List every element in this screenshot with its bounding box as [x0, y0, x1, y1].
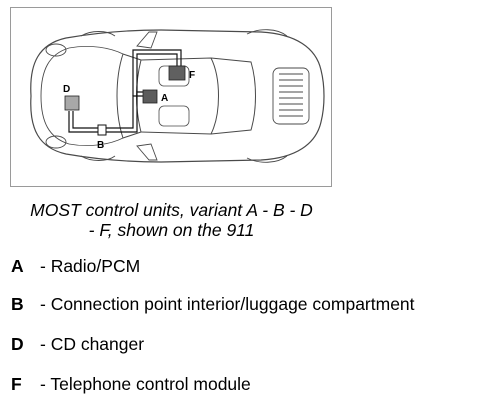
headlight-left-top [45, 43, 67, 57]
legend-description: - CD changer [40, 334, 145, 354]
car-body-outline [30, 29, 325, 163]
label-f: F [189, 70, 195, 81]
front-bumper-line [40, 47, 70, 145]
legend-code: F [11, 374, 22, 394]
rear-window [210, 57, 256, 135]
mirror-top [136, 31, 158, 49]
connection-point-b-marker [97, 124, 107, 136]
wheel-arch-front-top [80, 31, 116, 37]
most-wiring [68, 49, 182, 133]
seat-bottom [158, 105, 190, 127]
legend-description: - Radio/PCM [40, 256, 141, 276]
unit-a-radio-pcm [142, 89, 158, 104]
engine-grille [272, 67, 310, 125]
figure-caption: MOST control units, variant A - B - D - … [0, 200, 343, 240]
legend-item-b: B - Connection point interior/luggage co… [0, 292, 479, 316]
unit-d-cd-changer [64, 95, 80, 111]
legend-item-f: F - Telephone control module [0, 372, 479, 396]
roof [140, 57, 219, 135]
legend-code: A [11, 256, 24, 276]
label-a: A [161, 93, 168, 104]
wheel-arch-rear-top [246, 29, 288, 37]
headlight-left-bottom [45, 135, 67, 149]
wheel-arch-rear-bottom [246, 155, 288, 163]
legend-description: - Connection point interior/luggage comp… [40, 294, 415, 314]
label-d: D [63, 84, 70, 95]
caption-line-2: - F, shown on the 911 [88, 220, 255, 240]
legend-item-d: D - CD changer [0, 332, 479, 356]
caption-line-1: MOST control units, variant A - B - D [30, 200, 313, 220]
windscreen [116, 53, 142, 139]
car-top-view-diagram: D A F B [30, 29, 325, 163]
legend-item-a: A - Radio/PCM [0, 254, 479, 278]
unit-f-telephone-module [168, 65, 186, 81]
label-b: B [97, 140, 104, 151]
wheel-arch-front-bottom [80, 155, 116, 161]
hood-lines [68, 46, 124, 146]
mirror-bottom [136, 143, 158, 161]
legend-code: B [11, 294, 24, 314]
car-diagram-frame: D A F B [10, 7, 332, 187]
legend-description: - Telephone control module [40, 374, 251, 394]
legend-code: D [11, 334, 24, 354]
